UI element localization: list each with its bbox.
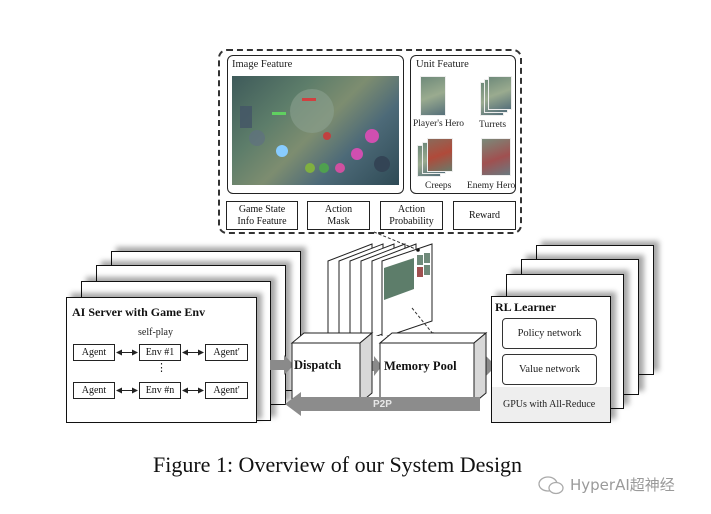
game-state-info-box: Game State Info Feature: [226, 201, 298, 230]
unit-feature-box: Unit Feature Player's Hero Turrets Creep…: [410, 55, 516, 194]
agent-box-1: Agent: [73, 344, 115, 361]
opponent-agent-box-1: Agent': [205, 344, 248, 361]
connector-dot-top: [416, 248, 420, 252]
enemy-hero-image: [481, 138, 511, 176]
action-probability-box: Action Probability: [380, 201, 443, 230]
creeps-label: Creeps: [425, 181, 452, 191]
action-mask-line2: Mask: [327, 215, 350, 227]
agent-env-arrows: [116, 349, 204, 394]
rl-learner-title: RL Learner: [495, 300, 556, 314]
enemy-hero-label: Enemy Hero: [467, 181, 516, 191]
reward-box: Reward: [453, 201, 516, 230]
ai-server-panel: AI Server with Game Env self-play Agent …: [66, 297, 257, 423]
players-hero-image: [420, 76, 446, 116]
game-screenshot: [232, 76, 399, 185]
image-feature-title: Image Feature: [232, 59, 293, 70]
env-box-2: Env #n: [139, 382, 181, 399]
dispatch-label: Dispatch: [294, 358, 342, 372]
agent-box-2: Agent: [73, 382, 115, 399]
server-to-dispatch-arrow: [270, 355, 294, 375]
self-play-label: self-play: [138, 327, 173, 338]
action-mask-line1: Action: [324, 203, 353, 215]
unit-feature-title: Unit Feature: [416, 59, 469, 70]
watermark-text: HyperAI超神经: [570, 476, 675, 494]
memory-pool-label: Memory Pool: [384, 359, 457, 373]
turrets-label: Turrets: [479, 120, 507, 130]
creeps-image: [427, 138, 453, 172]
dashed-connectors: [373, 231, 435, 336]
rl-learner-panel: RL Learner Policy network Value network …: [491, 296, 611, 423]
dashed-line-top: [373, 231, 419, 251]
action-probability-line2: Probability: [389, 215, 434, 227]
feature-panel: [218, 49, 522, 234]
value-network-box: Value network: [502, 354, 597, 385]
sample-frames: [327, 243, 433, 336]
frame-screenshot: [384, 258, 414, 300]
memory-top-face: [378, 332, 488, 344]
figure-caption: Figure 1: Overview of our System Design: [153, 452, 523, 477]
p2p-arrow: [285, 392, 480, 416]
ai-server-title: AI Server with Game Env: [72, 305, 206, 319]
dashed-line-bottom: [411, 307, 434, 335]
dispatch-top-face: [290, 332, 374, 344]
turrets-image: [488, 76, 512, 110]
action-mask-box: Action Mask: [307, 201, 370, 230]
reward-label: Reward: [468, 209, 501, 221]
wechat-icon: [538, 476, 564, 495]
opponent-agent-box-2: Agent': [205, 382, 248, 399]
game-state-line1: Game State: [238, 203, 286, 215]
dispatch-front-face: [291, 342, 361, 404]
p2p-label: P2P: [373, 399, 392, 410]
gpus-all-reduce-label: GPUs with All-Reduce: [503, 399, 596, 410]
game-state-line2: Info Feature: [237, 215, 287, 227]
action-probability-line1: Action: [397, 203, 426, 215]
image-feature-box: Image Feature: [227, 55, 404, 194]
env-box-1: Env #1: [139, 344, 181, 361]
vertical-ellipsis: ⋮: [156, 362, 167, 374]
players-hero-label: Player's Hero: [413, 119, 465, 129]
policy-network-box: Policy network: [502, 318, 597, 349]
